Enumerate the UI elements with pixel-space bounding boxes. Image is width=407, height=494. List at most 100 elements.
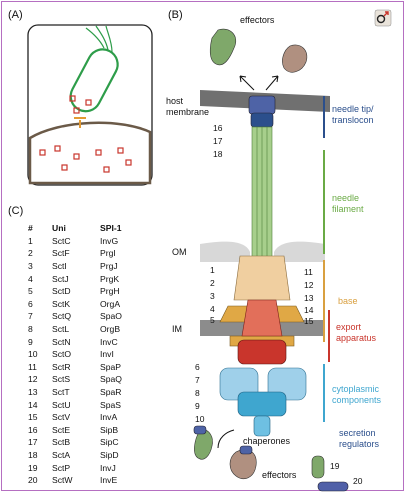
callout-3: 3 bbox=[210, 291, 215, 301]
label-chaperones: chaperones bbox=[243, 436, 291, 446]
cell-spi1: OrgB bbox=[100, 324, 121, 335]
cat-secretion-1: secretion bbox=[339, 428, 376, 438]
bar-cytoplasmic bbox=[323, 364, 325, 422]
cell-spi1: OrgA bbox=[100, 298, 121, 309]
male-symbol-icon bbox=[374, 9, 392, 27]
table-row: 1 SctC InvG bbox=[28, 235, 128, 248]
cell-spi1: SipD bbox=[100, 449, 119, 460]
callout-16: 16 bbox=[213, 123, 223, 133]
cell-uni: SctQ bbox=[52, 311, 72, 322]
callout-4: 4 bbox=[210, 304, 215, 314]
cell-spi1: InvG bbox=[100, 235, 119, 246]
cell-number: 1 bbox=[28, 235, 33, 246]
cell-spi1: PrgK bbox=[100, 273, 120, 284]
cell-uni: SctA bbox=[52, 449, 71, 460]
cell-number: 6 bbox=[28, 298, 33, 309]
cat-secretion-2: regulators bbox=[339, 439, 380, 449]
cell-uni: SctI bbox=[52, 261, 67, 272]
callout-15: 15 bbox=[304, 316, 314, 326]
table-row: 6 SctK OrgA bbox=[28, 298, 128, 311]
table-row: 14 SctU SpaS bbox=[28, 398, 128, 411]
effector-green-top bbox=[209, 28, 237, 66]
effector-green-bottom bbox=[194, 429, 213, 460]
cell-number: 18 bbox=[28, 449, 38, 460]
cell-uni: SctL bbox=[52, 324, 70, 335]
cell-spi1: SpaQ bbox=[100, 374, 122, 385]
panel-a-label: (A) bbox=[8, 9, 23, 21]
cell-number: 8 bbox=[28, 324, 33, 335]
cat-needle-tip-2: translocon bbox=[332, 115, 374, 125]
callout-8: 8 bbox=[195, 388, 200, 398]
table-row: 11 SctR SpaP bbox=[28, 361, 128, 374]
callout-18: 18 bbox=[213, 149, 223, 159]
callout-1: 1 bbox=[210, 265, 215, 275]
cell-spi1: SpaS bbox=[100, 399, 122, 410]
host-cell-membrane bbox=[28, 121, 152, 185]
cell-uni: SctU bbox=[52, 399, 71, 410]
callout-20: 20 bbox=[353, 476, 363, 486]
cell-uni: SctF bbox=[52, 248, 70, 259]
cell-number: 12 bbox=[28, 374, 38, 385]
cell-spi1: SipB bbox=[100, 424, 119, 435]
callout-5: 5 bbox=[210, 315, 215, 325]
cell-spi1: InvC bbox=[100, 336, 118, 347]
stalk bbox=[253, 415, 271, 437]
cat-cytoplasmic-1: cytoplasmic bbox=[332, 384, 380, 394]
cell-number: 3 bbox=[28, 261, 33, 272]
header-spi1: SPI-1 bbox=[100, 223, 122, 234]
chaperone-right bbox=[239, 445, 253, 455]
cell-number: 4 bbox=[28, 273, 33, 284]
regulator-19 bbox=[311, 455, 325, 479]
cell-number: 5 bbox=[28, 286, 33, 297]
callout-17: 17 bbox=[213, 136, 223, 146]
cell-spi1: PrgH bbox=[100, 286, 120, 297]
cell-spi1: InvJ bbox=[100, 462, 116, 473]
secretin-ring bbox=[233, 255, 291, 301]
callout-7: 7 bbox=[195, 375, 200, 385]
cat-needle-filament-2: filament bbox=[332, 204, 364, 214]
label-im: IM bbox=[172, 324, 182, 334]
cell-uni: SctR bbox=[52, 361, 71, 372]
cell-number: 11 bbox=[28, 361, 37, 372]
cell-spi1: SipC bbox=[100, 437, 119, 448]
translocon-top bbox=[248, 95, 276, 115]
cell-uni: SctJ bbox=[52, 273, 69, 284]
bar-needle-tip bbox=[323, 96, 325, 138]
cell-uni: SctS bbox=[52, 374, 71, 385]
cell-number: 9 bbox=[28, 336, 33, 347]
cat-cytoplasmic-2: components bbox=[332, 395, 382, 405]
table-row: 9 SctN InvC bbox=[28, 335, 128, 348]
cell-spi1: PrgI bbox=[100, 248, 116, 259]
chaperone-arrow bbox=[217, 429, 235, 449]
effector-squares bbox=[39, 95, 132, 173]
cell-uni: SctK bbox=[52, 298, 71, 309]
callout-19: 19 bbox=[330, 461, 340, 471]
cell-uni: SctN bbox=[52, 336, 71, 347]
atpase bbox=[237, 391, 287, 417]
regulator-20 bbox=[317, 481, 349, 492]
cell-number: 20 bbox=[28, 475, 38, 486]
table-header-row: # Uni SPI-1 bbox=[28, 222, 128, 235]
cell-uni: SctB bbox=[52, 437, 71, 448]
cell-spi1: SpaP bbox=[100, 361, 122, 372]
cell-uni: SctD bbox=[52, 286, 71, 297]
cat-needle-filament-1: needle bbox=[332, 193, 360, 203]
cell-uni: SctC bbox=[52, 235, 71, 246]
label-host: host bbox=[166, 96, 184, 106]
flagellum-1 bbox=[85, 27, 105, 49]
cat-needle-tip-1: needle tip/ bbox=[332, 104, 374, 114]
cell-number: 14 bbox=[28, 399, 38, 410]
callout-13: 13 bbox=[304, 293, 314, 303]
cell-uni: SctV bbox=[52, 412, 71, 423]
cell-uni: SctT bbox=[52, 387, 70, 398]
